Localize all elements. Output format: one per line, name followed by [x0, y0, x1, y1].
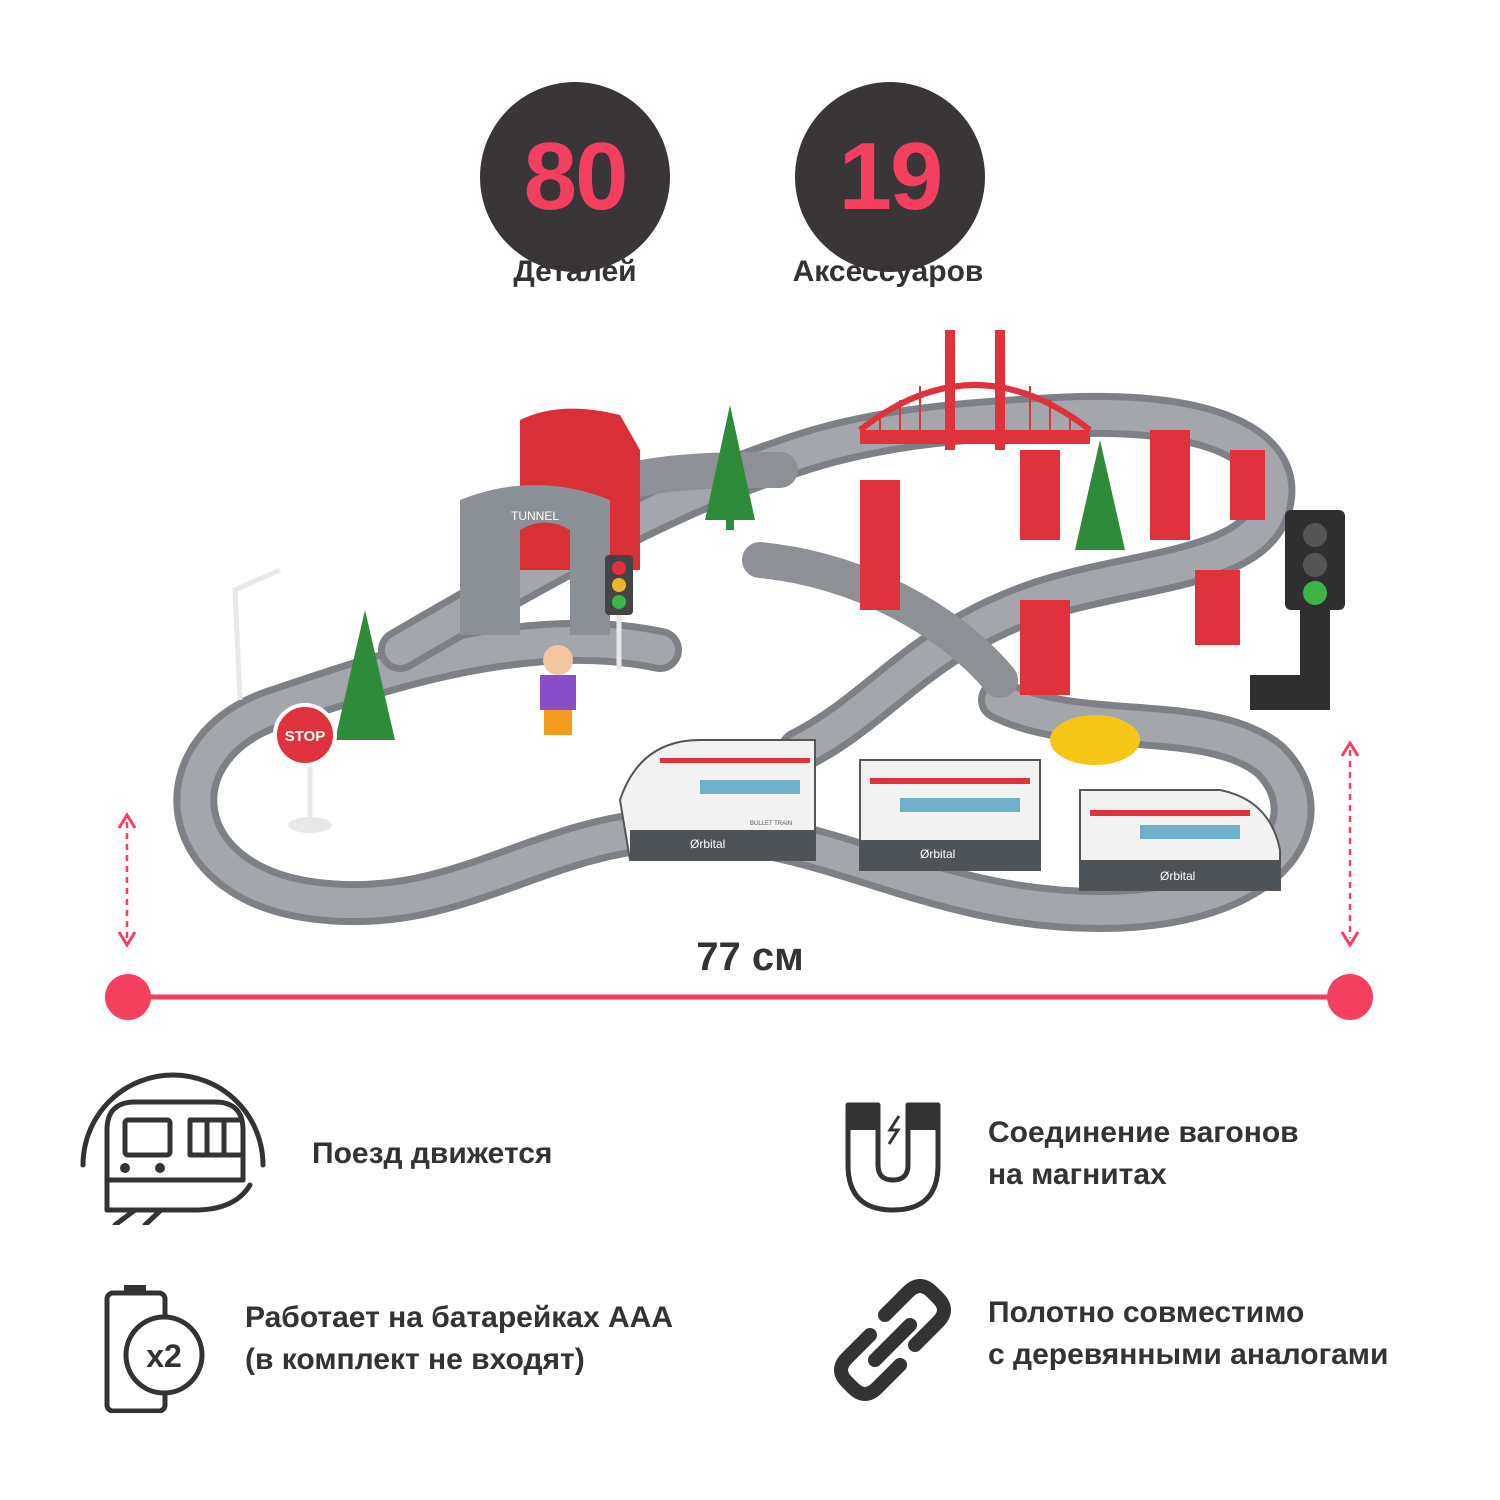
svg-text:Ørbital: Ørbital	[920, 847, 955, 861]
feature-battery-text: Работает на батарейках ААА (в комплект н…	[245, 1297, 673, 1381]
right-height-arrow	[1340, 740, 1360, 948]
parts-count-number: 80	[523, 123, 629, 230]
traffic-light-small	[605, 555, 633, 670]
toy-car	[1050, 715, 1140, 765]
feature-line: на магнитах	[988, 1158, 1167, 1191]
feature-line: (в комплект не входят)	[245, 1343, 585, 1376]
accessories-count-number: 19	[838, 123, 944, 230]
svg-text:TUNNEL: TUNNEL	[511, 509, 559, 523]
svg-text:BULLET TRAIN: BULLET TRAIN	[750, 821, 792, 827]
svg-text:x2: x2	[146, 1338, 182, 1374]
railway-set-illustration: TUNNEL STOP	[173, 330, 1345, 933]
feature-train-moves-text: Поезд движется	[312, 1133, 552, 1175]
tunnel: TUNNEL	[460, 408, 640, 635]
parts-count-label: Деталей	[513, 255, 637, 288]
feature-line: Полотно совместимо	[988, 1296, 1305, 1329]
toy-figure	[540, 645, 576, 735]
feature-line: Поезд движется	[312, 1137, 553, 1170]
train-tunnel-icon	[80, 1072, 266, 1225]
feature-compatible-text: Полотно совместимо с деревянными аналога…	[988, 1292, 1388, 1376]
chain-link-icon	[834, 1279, 951, 1401]
width-label: 77 см	[696, 935, 804, 979]
tree	[335, 405, 1125, 740]
accessories-count-label: Аксессуаров	[792, 255, 984, 288]
width-line	[105, 974, 1373, 1020]
svg-text:STOP: STOP	[285, 728, 326, 745]
svg-text:Ørbital: Ørbital	[1160, 869, 1195, 883]
feature-magnet-text: Соединение вагонов на магнитах	[988, 1112, 1299, 1196]
feature-line: Работает на батарейках ААА	[245, 1301, 673, 1334]
magnet-icon	[845, 1102, 941, 1213]
street-lamp	[232, 567, 282, 701]
bridge-supports	[860, 430, 1265, 695]
feature-line: с деревянными аналогами	[988, 1338, 1389, 1371]
stop-sign: STOP	[273, 703, 337, 833]
bullet-train: Ørbital BULLET TRAIN Ørbital Ørbital	[618, 739, 1281, 891]
left-height-arrow	[117, 812, 137, 948]
accessories-count-badge: 19	[795, 82, 985, 272]
parts-count-badge: 80	[480, 82, 670, 272]
feature-line: Соединение вагонов	[988, 1116, 1299, 1149]
battery-x2-icon: x2	[104, 1285, 205, 1413]
suspension-bridge	[858, 330, 1092, 450]
traffic-light-large	[1250, 510, 1345, 710]
svg-text:Ørbital: Ørbital	[690, 837, 725, 851]
